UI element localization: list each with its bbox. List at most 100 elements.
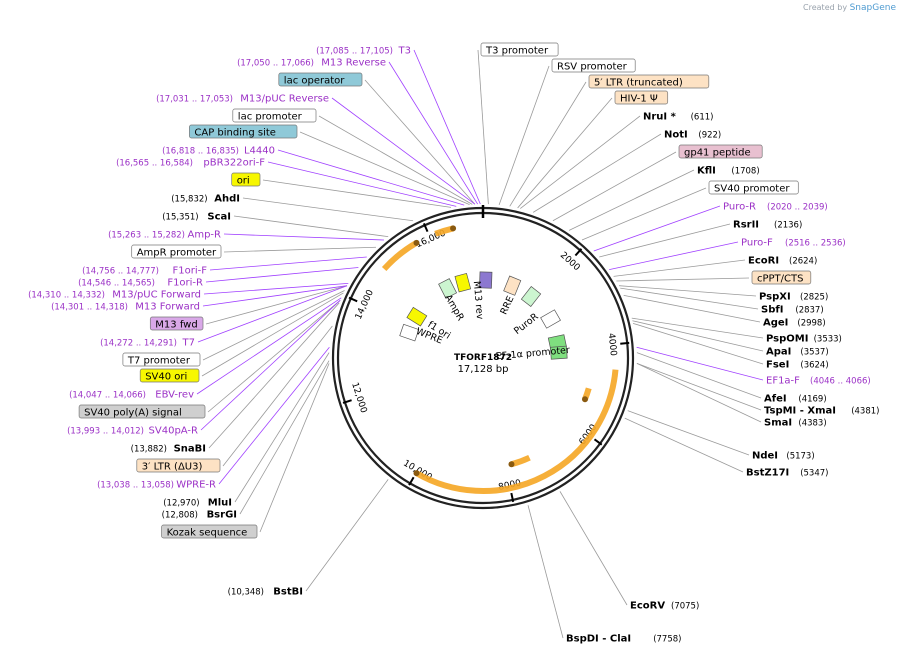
label-m13-reverse[interactable]: M13 Reverse(17,050 .. 17,066) <box>237 58 386 69</box>
label-mlui[interactable]: MluI(12,970) <box>163 498 232 509</box>
label-apai[interactable]: ApaI(3537) <box>766 347 829 358</box>
scale-tick-label: 12,000 <box>349 381 368 414</box>
leader-line <box>234 352 330 503</box>
leader-line <box>520 115 641 209</box>
leader-line <box>616 277 750 282</box>
label-ecori[interactable]: EcoRI(2624) <box>748 256 817 267</box>
label-rsrii[interactable]: RsrII(2136) <box>733 220 802 231</box>
feature-box <box>278 72 363 87</box>
label-ecorv[interactable]: EcoRV(7075) <box>630 601 699 612</box>
primer-name: Puro-F <box>741 238 773 249</box>
enzyme-name: BsrGI <box>207 510 237 521</box>
label-lac-operator[interactable]: lac operator <box>278 72 363 87</box>
enzyme-name: FseI <box>766 360 789 371</box>
label-m13-puc-forward[interactable]: M13/pUC Forward(14,310 .. 14,332) <box>28 290 201 301</box>
label-ori[interactable]: ori <box>231 172 261 187</box>
label-t7-promoter[interactable]: T7 promoter <box>122 352 201 367</box>
label-5ltr[interactable]: 5′ LTR (truncated) <box>588 74 710 89</box>
primer-position: (17,031 .. 17,053) <box>156 95 233 105</box>
leader-line <box>259 363 330 533</box>
leader-line <box>613 259 746 277</box>
label-cap-site[interactable]: CAP binding site <box>189 124 298 139</box>
label-rsv-promoter[interactable]: RSV promoter <box>551 58 636 73</box>
primer-name: F1ori-F <box>173 266 208 277</box>
label-pbr322ori-f[interactable]: pBR322ori-F(16,565 .. 16,584) <box>116 158 265 169</box>
leader-line <box>636 363 762 411</box>
label-cppt[interactable]: cPPT/CTS <box>751 270 812 285</box>
label-fsei[interactable]: FseI(3624) <box>766 360 829 371</box>
label-ndei[interactable]: NdeI(5173) <box>752 451 815 462</box>
label-t3[interactable]: T3(17,085 .. 17,105) <box>316 46 411 57</box>
ef1a-arrow <box>540 309 561 329</box>
leader-line <box>197 285 348 343</box>
ampr-arrow <box>438 278 458 299</box>
label-t3-promoter[interactable]: T3 promoter <box>480 42 559 57</box>
label-tspmi[interactable]: TspMI - XmaI(4381) <box>764 406 879 417</box>
label-sv40pa-r[interactable]: SV40pA-R(13,993 .. 14,012) <box>67 426 198 437</box>
label-ebv-rev[interactable]: EBV-rev(14,047 .. 14,066) <box>69 390 194 401</box>
enzyme-position: (5347) <box>800 469 828 479</box>
label-pspxi[interactable]: PspXI(2825) <box>759 292 828 303</box>
label-lac-promoter[interactable]: lac promoter <box>232 108 317 123</box>
leader-line <box>388 61 478 205</box>
label-m13-puc-reverse[interactable]: M13/pUC Reverse (17,031 .. 17,053) <box>156 94 329 105</box>
leader-line <box>201 292 344 377</box>
primer-name: SV40pA-R <box>149 426 198 437</box>
label-f1ori-r[interactable]: F1ori-R(14,546 .. 14,565) <box>78 278 203 289</box>
label-sv40-ori[interactable]: SV40 ori <box>139 368 200 383</box>
label-nrui[interactable]: NruI *(611) <box>643 112 713 123</box>
label-bstz17i[interactable]: BstZ17I(5347) <box>746 468 828 479</box>
enzyme-name: ScaI <box>207 212 231 223</box>
ori-arrow <box>454 272 472 293</box>
label-snabi[interactable]: SnaBI(13,882) <box>131 444 206 455</box>
label-kozak[interactable]: Kozak sequence <box>161 524 258 539</box>
enzyme-name: EcoRV <box>630 601 665 612</box>
label-agei[interactable]: AgeI(2998) <box>763 318 826 329</box>
leader-lines <box>196 49 764 639</box>
label-amp-r[interactable]: Amp-R(15,263 .. 15,282) <box>108 230 221 241</box>
label-bsrgi[interactable]: BsrGI(12,808) <box>162 510 237 521</box>
label-sv40-polya[interactable]: SV40 poly(A) signal <box>78 404 206 419</box>
label-smai[interactable]: SmaI(4383) <box>764 418 827 429</box>
label-kfli[interactable]: KflI(1708) <box>697 166 760 177</box>
primer-name: M13 Forward <box>135 302 200 313</box>
enzyme-position: (4383) <box>798 419 826 429</box>
label-scai[interactable]: ScaI(15,351) <box>162 212 231 223</box>
label-afei[interactable]: AfeI(4169) <box>764 394 827 405</box>
label-bstbi[interactable]: BstBI(10,348) <box>228 587 303 598</box>
leader-line <box>559 491 628 606</box>
label-f1ori-f[interactable]: F1ori-F(14,756 .. 14,777) <box>82 266 207 277</box>
leader-line <box>527 505 564 639</box>
label-t7[interactable]: T7(14,272 .. 14,291) <box>100 338 195 349</box>
label-3ltr[interactable]: 3′ LTR (ΔU3) <box>136 458 221 473</box>
scale-tick <box>620 341 630 345</box>
label-l4440[interactable]: L4440(16,818 .. 16,835) <box>162 146 275 157</box>
feature-box <box>708 180 799 195</box>
label-ampr-promoter[interactable]: AmpR promoter <box>131 244 222 259</box>
label-gp41[interactable]: gp41 peptide <box>678 144 763 159</box>
enzyme-position: (4381) <box>851 407 879 417</box>
scale-tick <box>574 248 583 257</box>
label-sv40-promoter[interactable]: SV40 promoter <box>708 180 799 195</box>
leader-line <box>205 267 359 283</box>
label-m13-fwd[interactable]: M13 fwd <box>149 316 204 331</box>
label-bspdi[interactable]: BspDI - ClaI(7758) <box>566 634 681 645</box>
label-puro-f[interactable]: Puro-F(2516 .. 2536) <box>741 238 846 249</box>
primer-name: EF1a-F <box>766 376 800 387</box>
label-hiv1-psi[interactable]: HIV-1 Ψ <box>614 90 669 105</box>
label-ef1a-f[interactable]: EF1a-F(4046 .. 4066) <box>766 376 871 387</box>
enzyme-position: (12,970) <box>163 499 199 509</box>
enzyme-position: (5173) <box>786 452 814 462</box>
primer-position: (14,546 .. 14,565) <box>78 279 155 289</box>
label-pspomi[interactable]: PspOMI(3533) <box>766 334 842 345</box>
label-ahdi[interactable]: AhdI(15,832) <box>171 194 240 205</box>
primer-position: (16,565 .. 16,584) <box>116 159 193 169</box>
label-noti[interactable]: NotI(922) <box>664 130 721 141</box>
label-wpre-r[interactable]: WPRE-R(13,038 .. 13,058) <box>97 480 216 491</box>
label-m13-forward[interactable]: M13 Forward(14,301 .. 14,318) <box>51 302 200 313</box>
label-sbfi[interactable]: SbfI(2837) <box>761 305 824 316</box>
feature-arrowhead <box>508 461 515 468</box>
primer-name: M13/pUC Reverse <box>240 94 329 105</box>
label-puro-r[interactable]: Puro-R(2020 .. 2039) <box>723 202 828 213</box>
feature-name: RSV promoter <box>557 62 628 73</box>
